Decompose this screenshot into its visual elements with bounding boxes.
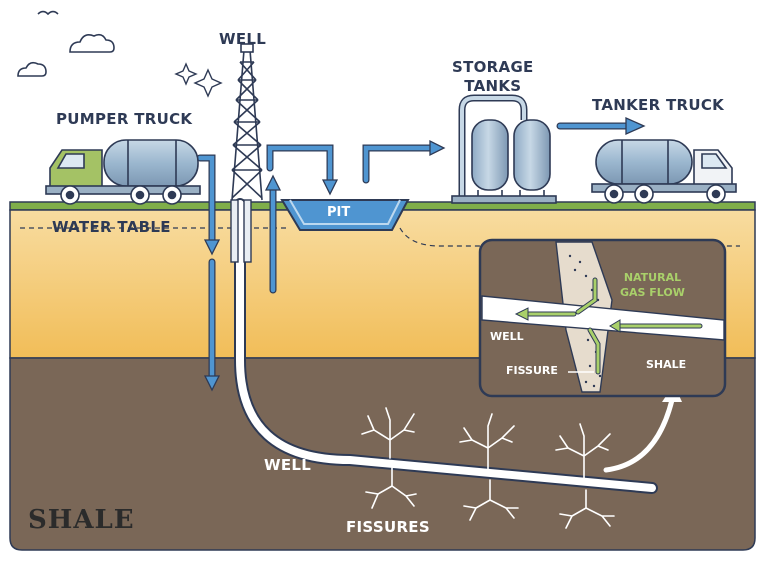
fissure-cluster-3	[555, 423, 615, 529]
flow-arrows	[196, 116, 646, 392]
water-table-line	[20, 227, 740, 247]
inset-fissure-label: FISSURE	[506, 364, 558, 377]
well-top-label: WELL	[219, 30, 267, 48]
sparkle-icon	[174, 62, 223, 98]
natural-gas-flow-line-1: NATURAL	[623, 271, 682, 284]
inset-detail	[478, 238, 727, 398]
inset-well-label: WELL	[490, 330, 524, 343]
shale-layer	[9, 357, 756, 551]
shale-big-label: SHALE	[28, 505, 135, 535]
fissure-cluster-2	[459, 413, 519, 521]
water-table-label: WATER TABLE	[52, 218, 171, 236]
well-bore	[230, 198, 658, 494]
cloud-icon	[17, 33, 115, 77]
tanker-truck-label: TANKER TRUCK	[592, 96, 725, 114]
bird-icon	[37, 10, 59, 16]
well-bottom-label: WELL	[264, 456, 312, 474]
natural-gas-flow-label: NATURAL GAS FLOW	[620, 270, 685, 300]
tanker-truck	[591, 139, 737, 204]
pumper-truck	[45, 139, 201, 205]
inset-shale-label: SHALE	[646, 358, 687, 371]
pit	[280, 199, 410, 231]
storage-tanks	[451, 94, 557, 204]
storage-tanks-label-line-1: STORAGE	[452, 58, 534, 76]
fissures	[361, 407, 615, 529]
pumper-truck-label: PUMPER TRUCK	[56, 110, 193, 128]
natural-gas-flow-line-2: GAS FLOW	[620, 286, 685, 299]
pit-label: PIT	[327, 205, 351, 220]
fissure-cluster-1	[361, 407, 417, 509]
well-derrick	[231, 43, 263, 201]
storage-tanks-label-line-2: TANKS	[464, 77, 522, 95]
fissures-label: FISSURES	[346, 518, 430, 536]
storage-tanks-label: STORAGE TANKS	[452, 58, 534, 96]
